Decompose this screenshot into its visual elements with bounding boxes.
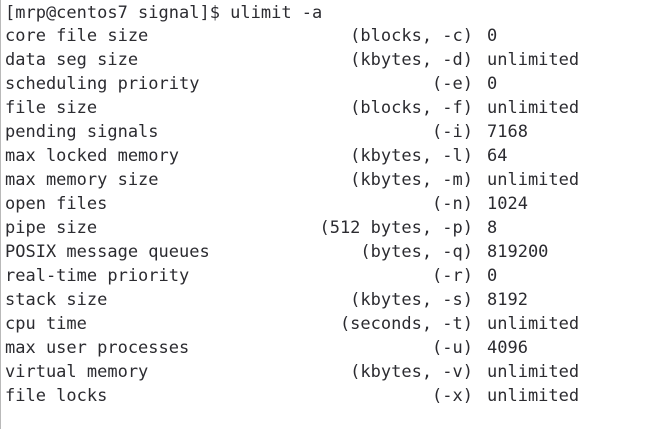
ulimit-resource-name: max locked memory bbox=[5, 146, 179, 166]
ulimit-resource-name: cpu time bbox=[5, 314, 87, 334]
ulimit-unit-flag: (-r) bbox=[432, 266, 473, 286]
ulimit-row: core file size (blocks, -c) 0 bbox=[1, 24, 667, 48]
ulimit-row: file locks (-x) unlimited bbox=[1, 384, 667, 408]
ulimit-unit-flag: (blocks, -c) bbox=[350, 26, 473, 46]
ulimit-resource-name: scheduling priority bbox=[5, 74, 200, 94]
ulimit-unit-flag: (seconds, -t) bbox=[339, 314, 473, 334]
ulimit-resource-name: open files bbox=[5, 194, 108, 214]
ulimit-row: real-time priority (-r) 0 bbox=[1, 264, 667, 288]
ulimit-value: 4096 bbox=[487, 338, 528, 358]
ulimit-row: pending signals (-i) 7168 bbox=[1, 120, 667, 144]
ulimit-value: 7168 bbox=[487, 122, 528, 142]
ulimit-row: max locked memory (kbytes, -l) 64 bbox=[1, 144, 667, 168]
ulimit-value: 8192 bbox=[487, 290, 528, 310]
ulimit-unit-flag: (bytes, -q) bbox=[360, 242, 473, 262]
ulimit-unit-flag: (-n) bbox=[432, 194, 473, 214]
ulimit-unit-flag: (-e) bbox=[432, 74, 473, 94]
ulimit-resource-name: file size bbox=[5, 98, 98, 118]
ulimit-value: unlimited bbox=[487, 98, 580, 118]
shell-prompt-line: [mrp@centos7 signal]$ ulimit -a bbox=[5, 3, 323, 23]
ulimit-unit-flag: (-i) bbox=[432, 122, 473, 142]
ulimit-value: 64 bbox=[487, 146, 508, 166]
ulimit-unit-flag: (blocks, -f) bbox=[350, 98, 473, 118]
ulimit-value: 0 bbox=[487, 26, 498, 46]
ulimit-value: 1024 bbox=[487, 194, 528, 214]
ulimit-value: 819200 bbox=[487, 242, 549, 262]
ulimit-unit-flag: (kbytes, -l) bbox=[350, 146, 473, 166]
ulimit-value: unlimited bbox=[487, 170, 580, 190]
ulimit-unit-flag: (kbytes, -m) bbox=[350, 170, 473, 190]
ulimit-unit-flag: (512 bytes, -p) bbox=[319, 218, 473, 238]
ulimit-row: stack size (kbytes, -s) 8192 bbox=[1, 288, 667, 312]
ulimit-value: unlimited bbox=[487, 362, 580, 382]
ulimit-row: POSIX message queues (bytes, -q) 819200 bbox=[1, 240, 667, 264]
ulimit-unit-flag: (kbytes, -s) bbox=[350, 290, 473, 310]
ulimit-resource-name: stack size bbox=[5, 290, 108, 310]
ulimit-row: file size (blocks, -f) unlimited bbox=[1, 96, 667, 120]
ulimit-row: pipe size (512 bytes, -p) 8 bbox=[1, 216, 667, 240]
ulimit-value: unlimited bbox=[487, 314, 580, 334]
ulimit-row: data seg size (kbytes, -d) unlimited bbox=[1, 48, 667, 72]
ulimit-unit-flag: (-u) bbox=[432, 338, 473, 358]
ulimit-value: unlimited bbox=[487, 50, 580, 70]
ulimit-resource-name: core file size bbox=[5, 26, 149, 46]
ulimit-resource-name: max memory size bbox=[5, 170, 159, 190]
ulimit-row: cpu time (seconds, -t) unlimited bbox=[1, 312, 667, 336]
ulimit-resource-name: max user processes bbox=[5, 338, 190, 358]
ulimit-resource-name: real-time priority bbox=[5, 266, 190, 286]
ulimit-value: 0 bbox=[487, 74, 498, 94]
ulimit-resource-name: file locks bbox=[5, 386, 108, 406]
ulimit-row: scheduling priority (-e) 0 bbox=[1, 72, 667, 96]
ulimit-resource-name: virtual memory bbox=[5, 362, 149, 382]
ulimit-resource-name: data seg size bbox=[5, 50, 139, 70]
ulimit-unit-flag: (kbytes, -d) bbox=[350, 50, 473, 70]
ulimit-row: open files (-n) 1024 bbox=[1, 192, 667, 216]
ulimit-value: unlimited bbox=[487, 386, 580, 406]
ulimit-resource-name: pending signals bbox=[5, 122, 159, 142]
ulimit-row: virtual memory (kbytes, -v) unlimited bbox=[1, 360, 667, 384]
ulimit-row: max memory size (kbytes, -m) unlimited bbox=[1, 168, 667, 192]
ulimit-unit-flag: (-x) bbox=[432, 386, 473, 406]
ulimit-resource-name: POSIX message queues bbox=[5, 242, 210, 262]
ulimit-value: 8 bbox=[487, 218, 498, 238]
ulimit-resource-name: pipe size bbox=[5, 218, 98, 238]
ulimit-row: max user processes (-u) 4096 bbox=[1, 336, 667, 360]
ulimit-value: 0 bbox=[487, 266, 498, 286]
ulimit-unit-flag: (kbytes, -v) bbox=[350, 362, 473, 382]
